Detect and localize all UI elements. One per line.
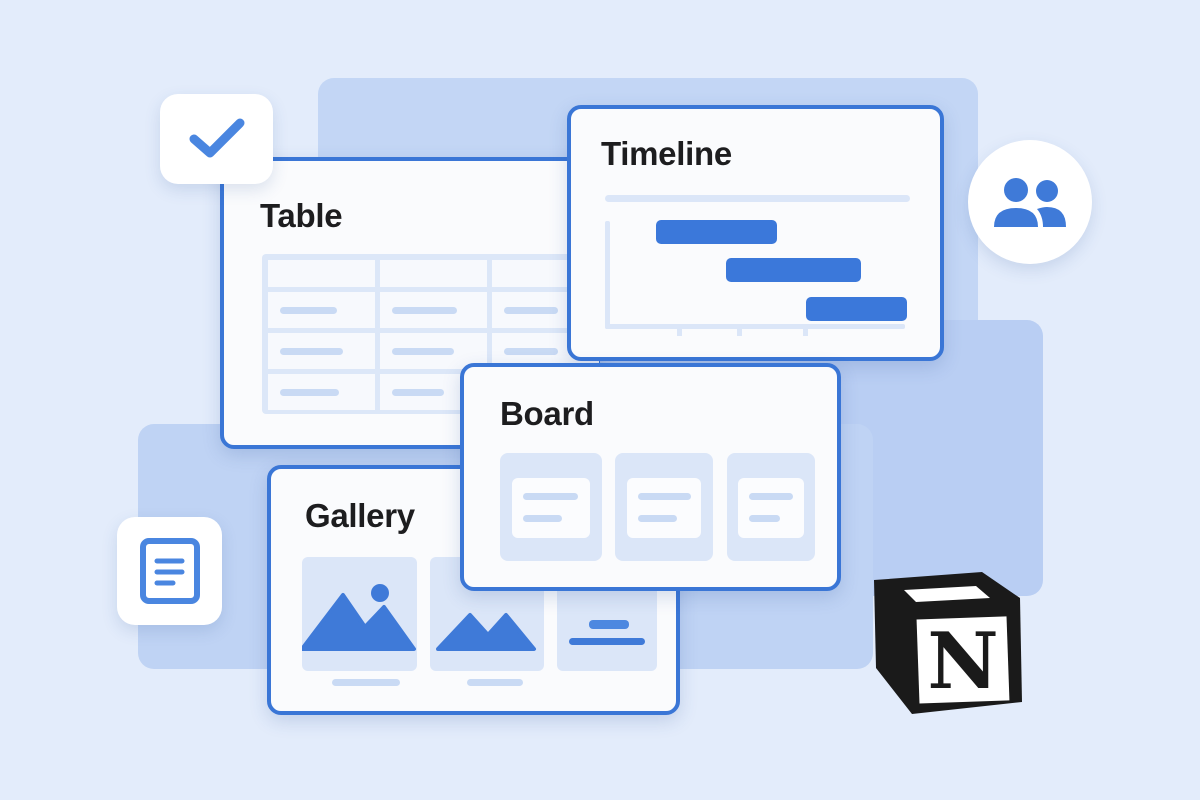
table-cell — [380, 292, 487, 328]
board-card-item — [738, 478, 804, 538]
document-icon — [139, 538, 200, 604]
board-column — [727, 453, 815, 561]
board-card-title: Board — [500, 395, 594, 432]
timeline-bar — [806, 297, 907, 321]
table-header-cell — [380, 260, 487, 287]
notion-logo-letter: N — [927, 616, 998, 707]
image-icon — [436, 613, 536, 651]
timeline-tick — [737, 327, 742, 336]
gallery-caption — [332, 679, 400, 686]
timeline-view-card: Timeline — [567, 105, 944, 361]
notion-logo: N — [862, 556, 1028, 722]
people-icon — [994, 178, 1066, 227]
timeline-y-axis — [605, 221, 610, 329]
board-card-item — [512, 478, 590, 538]
board-column — [615, 453, 713, 561]
table-header-cell — [268, 260, 375, 287]
gallery-tile — [302, 557, 417, 671]
gallery-text-line — [589, 620, 629, 629]
table-cell — [268, 292, 375, 328]
checkmark-tile — [160, 94, 273, 184]
timeline-tick — [677, 327, 682, 336]
timeline-x-axis — [605, 324, 905, 329]
timeline-card-title: Timeline — [601, 135, 732, 172]
board-view-card: Board — [460, 363, 841, 591]
table-card-title: Table — [260, 197, 343, 234]
gallery-text-line — [569, 638, 645, 645]
table-cell — [268, 374, 375, 410]
checkmark-icon — [189, 118, 244, 158]
board-column — [500, 453, 602, 561]
table-cell — [268, 333, 375, 369]
timeline-header-rule — [605, 195, 910, 202]
gallery-caption — [467, 679, 523, 686]
gallery-card-title: Gallery — [305, 497, 415, 534]
timeline-bar — [656, 220, 777, 244]
timeline-bar — [726, 258, 861, 282]
people-tile — [968, 140, 1092, 264]
timeline-tick — [803, 327, 808, 336]
board-card-item — [627, 478, 701, 538]
document-tile — [117, 517, 222, 625]
image-icon — [302, 584, 416, 651]
